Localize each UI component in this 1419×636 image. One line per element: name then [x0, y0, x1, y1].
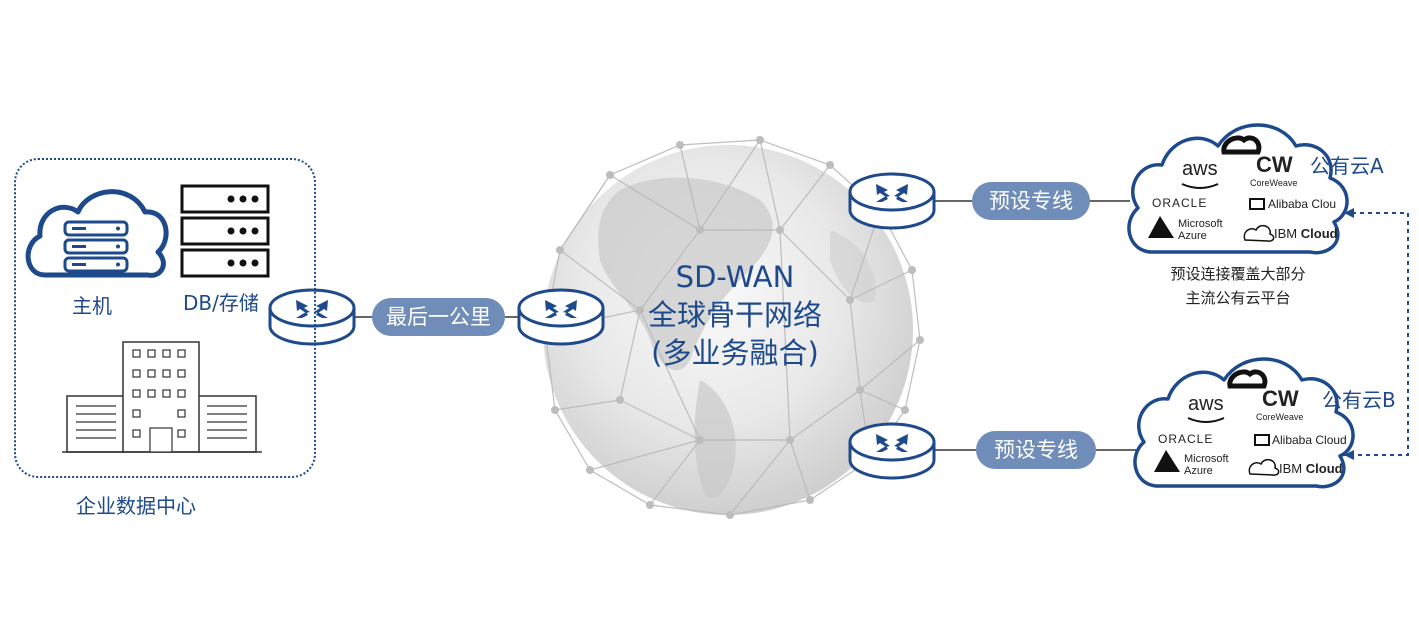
cloud-a-outline-icon [1127, 123, 1349, 255]
db-storage-label: DB/存储 [183, 291, 259, 315]
connection-lines [354, 200, 1136, 451]
ibm-text: IBM [1274, 226, 1298, 241]
google-cloud-icon [1221, 135, 1262, 155]
ibm-cloud-icon [1243, 224, 1275, 242]
router-icon [848, 422, 936, 480]
cloud-a-note-line1: 预设连接覆盖大部分 [1170, 265, 1306, 283]
arrow-icon [1344, 450, 1354, 460]
alibaba-cloud-logo: Alibaba Cloud [1272, 433, 1347, 447]
microsoft-azure-icon [1148, 216, 1174, 238]
cloud-b-outline-icon [1133, 357, 1355, 489]
host-cloud-icon [25, 189, 169, 278]
coreweave-logo: CoreWeave [1256, 412, 1304, 422]
coreweave-mark-icon: CW [1256, 152, 1293, 177]
last-mile-pill: 最后一公里 [372, 298, 505, 336]
aws-smile-icon [1187, 417, 1225, 423]
microsoft-azure-icon [1154, 450, 1180, 472]
datacenter-boundary [14, 158, 316, 478]
sdwan-note: (多业务融合) [651, 336, 819, 370]
sdwan-caption: SD-WAN 全球骨干网络 (多业务融合) [600, 258, 870, 372]
sdwan-subtitle: 全球骨干网络 [647, 298, 822, 332]
ibm-cloud-icon [1248, 458, 1280, 476]
microsoft-azure-logo: Microsoft Azure [1184, 453, 1229, 477]
microsoft-azure-logo: Microsoft Azure [1178, 218, 1223, 242]
aws-logo: aws [1182, 158, 1218, 180]
arrow-icon [1344, 208, 1354, 218]
router-icon [268, 288, 356, 346]
google-cloud-icon [1227, 369, 1268, 389]
ibm-cloud-text: Cloud [1300, 226, 1338, 241]
azure-text: Azure [1184, 465, 1213, 477]
router-icon [517, 288, 605, 346]
oracle-logo: ORACLE [1152, 196, 1208, 210]
cloud-b-label: 公有云B [1322, 388, 1396, 412]
aws-logo: aws [1188, 393, 1224, 415]
alibaba-cloud-icon [1249, 198, 1265, 210]
oracle-logo: ORACLE [1158, 432, 1214, 446]
storage-server-icon [180, 184, 270, 278]
ibm-text: IBM [1279, 461, 1303, 476]
building-icon [62, 341, 262, 453]
host-label: 主机 [72, 294, 112, 318]
microsoft-text: Microsoft [1178, 218, 1223, 230]
coreweave-logo: CoreWeave [1250, 178, 1298, 188]
dedicated-line-b-pill: 预设专线 [976, 431, 1096, 469]
alibaba-cloud-icon [1254, 434, 1270, 446]
microsoft-text: Microsoft [1184, 453, 1229, 465]
cloud-a-note: 预设连接覆盖大部分 主流公有云平台 [1138, 262, 1338, 310]
ibm-cloud-text: Cloud [1305, 461, 1343, 476]
cloud-a-label: 公有云A [1310, 154, 1384, 178]
cloud-interconnect [1344, 212, 1409, 456]
azure-text: Azure [1178, 230, 1207, 242]
cloud-a-note-line2: 主流公有云平台 [1185, 289, 1291, 307]
coreweave-mark-icon: CW [1262, 386, 1299, 411]
sdwan-title: SD-WAN [675, 260, 795, 294]
ibm-cloud-logo: IBM Cloud [1274, 226, 1338, 241]
dedicated-line-a-pill: 预设专线 [972, 182, 1090, 220]
ibm-cloud-logo: IBM Cloud [1279, 461, 1343, 476]
router-icon [848, 172, 936, 230]
alibaba-cloud-logo: Alibaba Clou [1268, 197, 1337, 211]
aws-smile-icon [1181, 183, 1219, 189]
globe-icon [541, 136, 924, 519]
datacenter-title: 企业数据中心 [76, 494, 196, 518]
